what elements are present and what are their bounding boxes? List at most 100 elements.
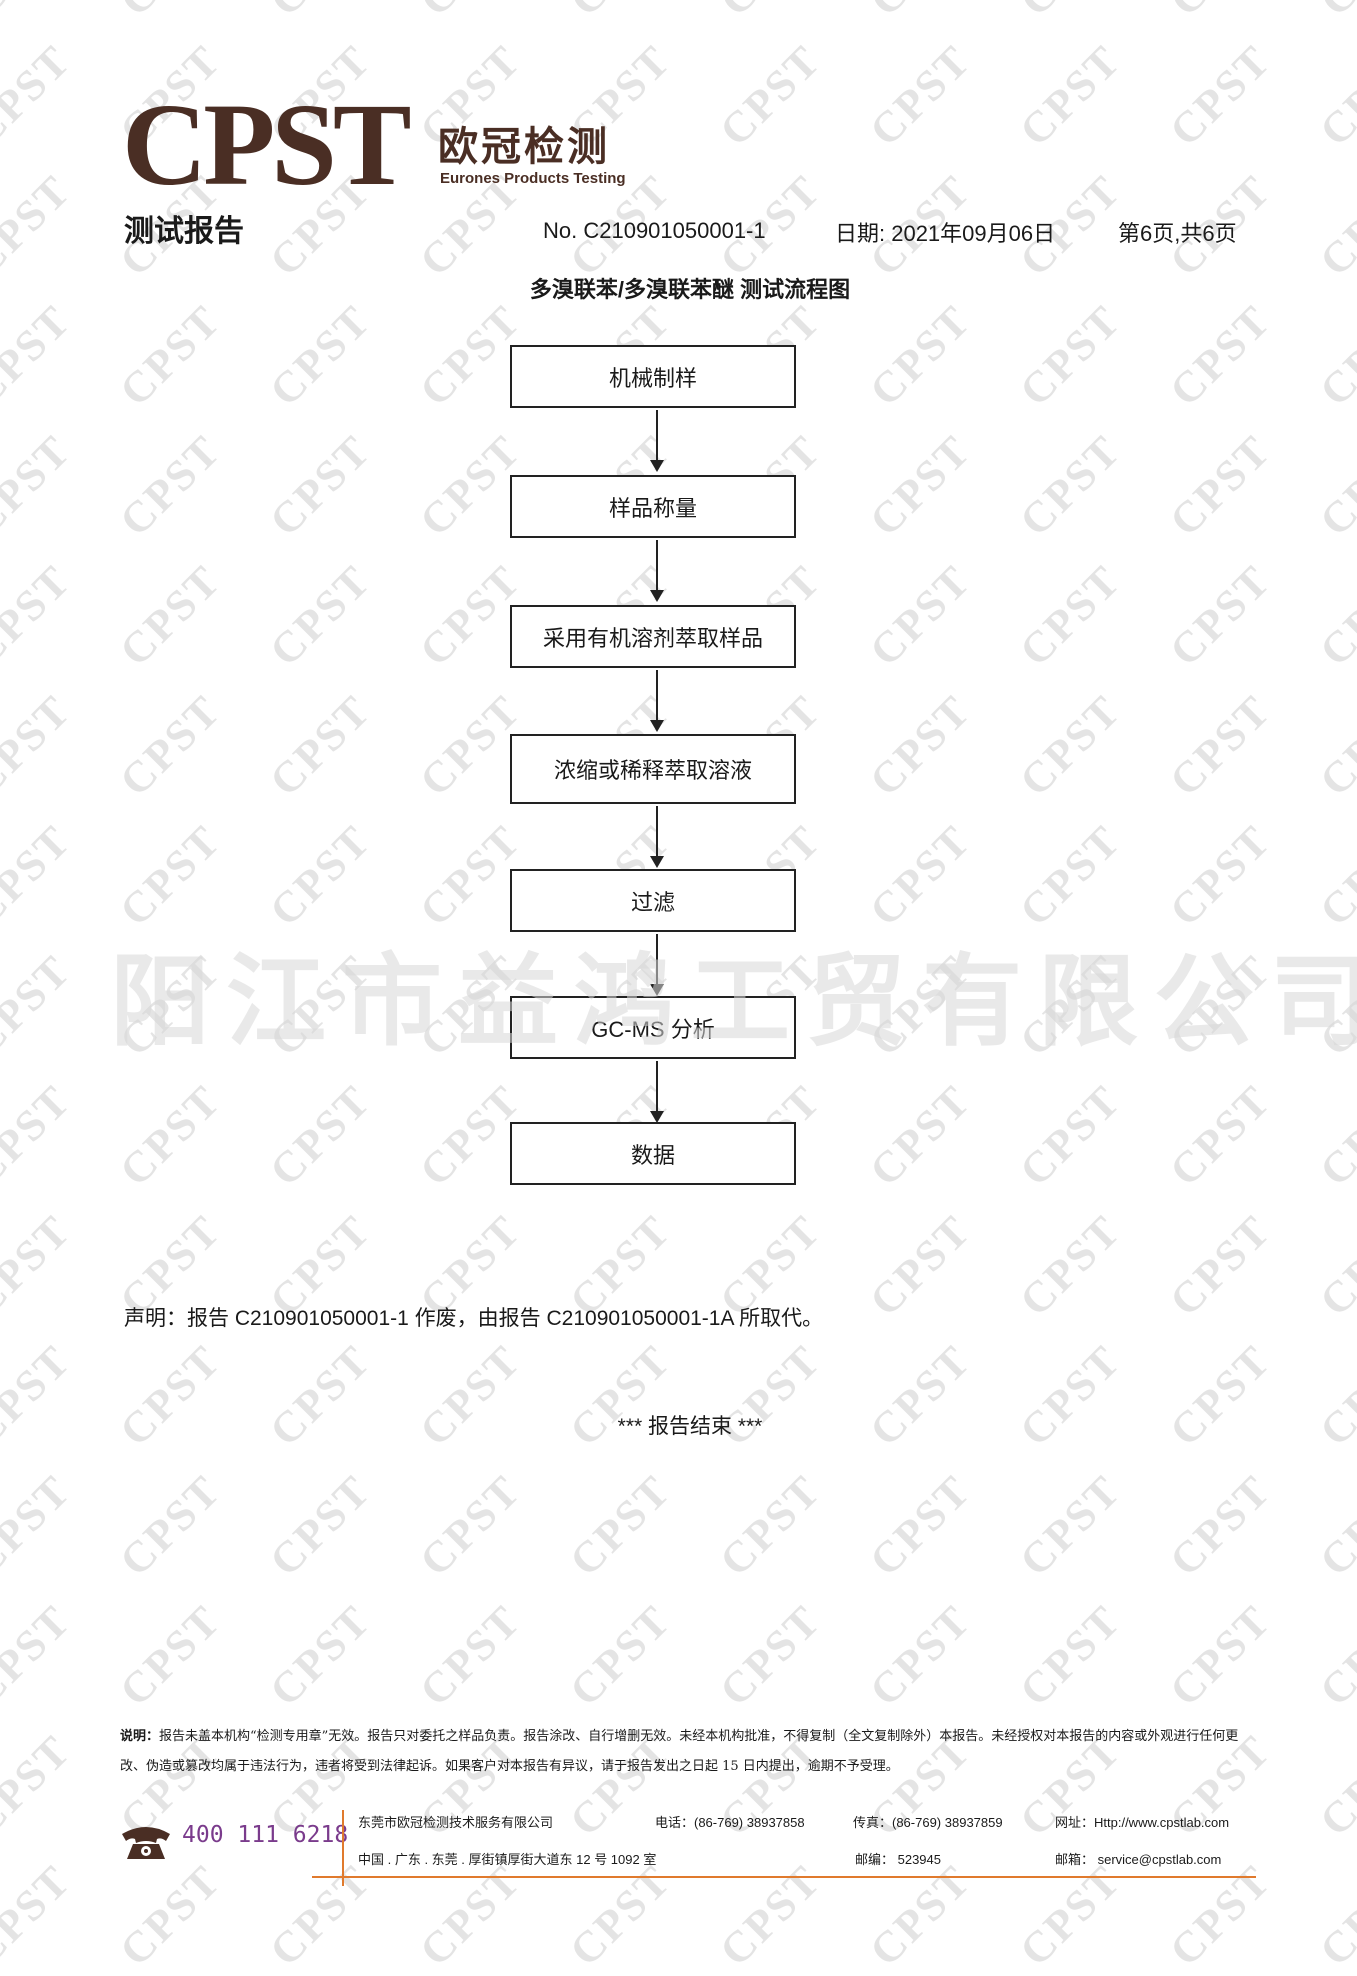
watermark-tile: CPST (1310, 1205, 1357, 1326)
watermark-tile: CPST (410, 0, 531, 26)
watermark-tile: CPST (410, 1465, 531, 1586)
watermark-tile: CPST (0, 1595, 81, 1716)
flowchart-title: 多溴联苯/多溴联苯醚 测试流程图 (529, 277, 851, 302)
watermark-tile: CPST (860, 1595, 981, 1716)
watermark-tile: CPST (260, 555, 381, 676)
watermark-tile: CPST (860, 1465, 981, 1586)
report-number: No. C210901050001-1 (543, 218, 766, 243)
flow-step: 样品称量 (510, 475, 796, 538)
flow-arrow (650, 1061, 664, 1123)
flow-step: 浓缩或稀释萃取溶液 (510, 734, 796, 804)
footer-note: 说明：报告未盖本机构“检测专用章”无效。报告只对委托之样品负责。报告涂改、自行增… (120, 1722, 1260, 1782)
watermark-tile: CPST (260, 815, 381, 936)
watermark-tile: CPST (560, 0, 681, 26)
watermark-tile: CPST (0, 1855, 81, 1976)
watermark-tile: CPST (1310, 1075, 1357, 1196)
flow-step: 机械制样 (510, 345, 796, 408)
watermark-tile: CPST (860, 425, 981, 546)
watermark-tile: CPST (1010, 1205, 1131, 1326)
watermark-tile: CPST (110, 1465, 231, 1586)
flow-step: GC-MS 分析 (510, 996, 796, 1059)
postcode: 邮编： 523945 (855, 1852, 941, 1867)
watermark-tile: CPST (1310, 815, 1357, 936)
watermark-tile: CPST (1310, 1855, 1357, 1976)
watermark-tile: CPST (0, 1725, 81, 1846)
watermark-tile: CPST (1310, 1725, 1357, 1846)
watermark-tile: CPST (1010, 295, 1131, 416)
watermark-tile: CPST (1010, 1465, 1131, 1586)
watermark-tile: CPST (560, 1595, 681, 1716)
page-info: 第6页,共6页 (1118, 221, 1237, 246)
watermark-tile: CPST (1160, 0, 1281, 26)
watermark-tile: CPST (0, 815, 81, 936)
watermark-tile: CPST (1010, 1075, 1131, 1196)
watermark-tile: CPST (1160, 425, 1281, 546)
watermark-tile: CPST (260, 0, 381, 26)
watermark-tile: CPST (0, 425, 81, 546)
watermark-tile: CPST (860, 295, 981, 416)
watermark-tile: CPST (860, 815, 981, 936)
watermark-tile: CPST (710, 0, 831, 26)
address: 中国 . 广东 . 东莞 . 厚街镇厚街大道东 12 号 1092 室 (358, 1852, 657, 1867)
watermark-tile: CPST (1010, 555, 1131, 676)
watermark-tile: CPST (260, 1595, 381, 1716)
watermark-tile: CPST (260, 1465, 381, 1586)
watermark-tile: CPST (260, 685, 381, 806)
watermark-tile: CPST (1310, 685, 1357, 806)
watermark-tile: CPST (0, 555, 81, 676)
flow-arrow (650, 540, 664, 602)
telephone-icon (122, 1827, 170, 1859)
watermark-tile: CPST (1160, 555, 1281, 676)
watermark-tile: CPST (0, 295, 81, 416)
watermark-tile: CPST (110, 295, 231, 416)
watermark-tile: CPST (1310, 35, 1357, 156)
watermark-tile: CPST (1160, 35, 1281, 156)
watermark-tile: CPST (110, 1075, 231, 1196)
watermark-tile: CPST (1010, 815, 1131, 936)
watermark-tile: CPST (710, 1855, 831, 1976)
flow-arrow (650, 806, 664, 868)
watermark-tile: CPST (260, 1855, 381, 1976)
watermark-tile: CPST (1010, 425, 1131, 546)
note-label: 说明： (120, 1729, 160, 1744)
watermark-tile: CPST (1310, 425, 1357, 546)
watermark-tile: CPST (0, 165, 81, 286)
cpst-logo: CPST (122, 79, 412, 210)
flow-step: 数据 (510, 1122, 796, 1185)
watermark-tile: CPST (1310, 0, 1357, 26)
watermark-tile: CPST (110, 425, 231, 546)
watermark-tile: CPST (260, 295, 381, 416)
watermark-tile: CPST (710, 1595, 831, 1716)
watermark-tile: CPST (1010, 0, 1131, 26)
website-link[interactable]: 网址：Http://www.cpstlab.com (1055, 1815, 1230, 1830)
watermark-tile: CPST (860, 685, 981, 806)
telephone: 电话：(86-769) 38937858 (655, 1815, 805, 1830)
watermark-tile: CPST (0, 1075, 81, 1196)
report-label: 测试报告 (124, 215, 244, 248)
report-end-marker: *** 报告结束 *** (617, 1415, 763, 1438)
watermark-tile: CPST (1010, 685, 1131, 806)
watermark-tile: CPST (1160, 1205, 1281, 1326)
watermark-tile: CPST (710, 35, 831, 156)
company-watermark: 阳江市益鸿工贸有限公司 (110, 943, 1357, 1060)
watermark-tile: CPST (1160, 685, 1281, 806)
watermark-tile: CPST (1310, 165, 1357, 286)
logo-chinese-name: 欧冠检测 (438, 124, 610, 170)
watermark-tile: CPST (1310, 1595, 1357, 1716)
watermark-tile: CPST (260, 1075, 381, 1196)
watermark-tile: CPST (860, 1075, 981, 1196)
watermark-tile: CPST (0, 1465, 81, 1586)
watermark-tile: CPST (0, 1205, 81, 1326)
watermark-tile: CPST (560, 1855, 681, 1976)
watermark-tile: CPST (0, 685, 81, 806)
email-link[interactable]: 邮箱： service@cpstlab.com (1055, 1852, 1222, 1867)
watermark-tile: CPST (0, 0, 81, 26)
watermark-tile: CPST (1010, 35, 1131, 156)
watermark-tile: CPST (260, 425, 381, 546)
watermark-tile: CPST (1160, 1465, 1281, 1586)
watermark-tile: CPST (1010, 1595, 1131, 1716)
report-date: 日期: 2021年09月06日 (835, 221, 1056, 246)
watermark-tile: CPST (860, 1855, 981, 1976)
flow-step: 采用有机溶剂萃取样品 (510, 605, 796, 668)
watermark-tile: CPST (560, 1465, 681, 1586)
